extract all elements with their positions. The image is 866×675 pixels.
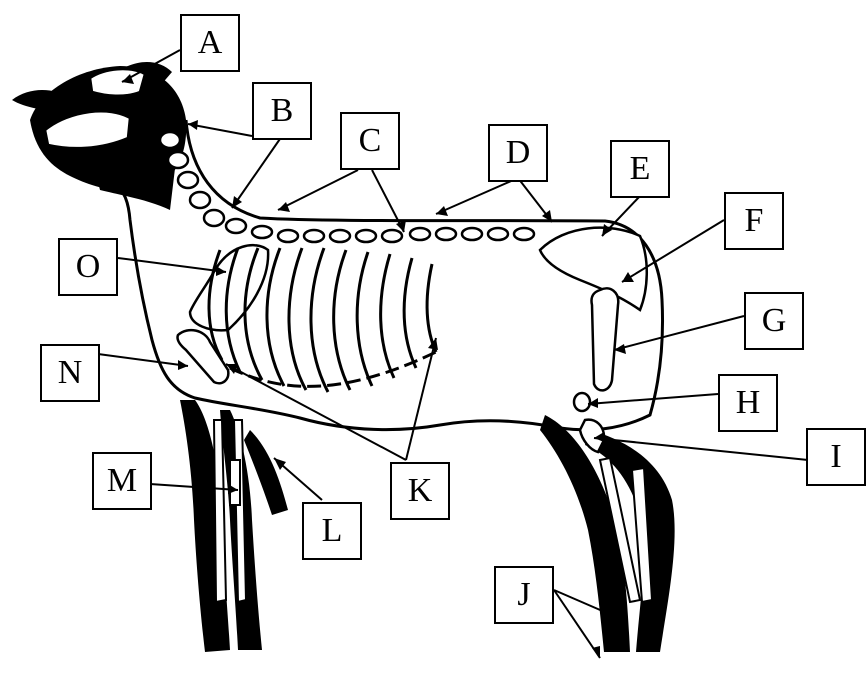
label-C: C [340,112,400,170]
vertebra [382,230,402,242]
vertebra [514,228,534,240]
vertebra [204,210,224,226]
vertebra [436,228,456,240]
vertebra [330,230,350,242]
label-J: J [494,566,554,624]
label-K: K [390,462,450,520]
vertebra [462,228,482,240]
cannon-bone-front [230,460,240,505]
vertebra [168,152,188,168]
vertebra [410,228,430,240]
vertebra [304,230,324,242]
vertebra [160,132,180,148]
rib [357,252,372,386]
label-L: L [302,502,362,560]
label-G: G [744,292,804,350]
label-O: O [58,238,118,296]
arrowhead [188,120,198,130]
patella [574,393,590,411]
rib [267,248,284,386]
vertebra [190,192,210,208]
rib [289,248,306,390]
vertebra [356,230,376,242]
arrowhead [232,196,242,208]
arrowhead [278,202,290,212]
leader-C1 [278,170,358,210]
vertebra [226,219,246,233]
vertebra [252,226,272,238]
rib [404,258,416,368]
sternum [230,352,436,386]
label-E: E [610,140,670,198]
leader-B2 [232,136,282,208]
rib [381,254,394,378]
label-N: N [40,344,100,402]
label-H: H [718,374,778,432]
vertebra [278,230,298,242]
arrowhead [592,646,600,658]
label-F: F [724,192,784,250]
leader-D1 [436,178,518,214]
leader-O [118,258,226,272]
rib [427,264,436,352]
vertebra [178,172,198,188]
leader-B [188,124,252,136]
label-A: A [180,14,240,72]
label-B: B [252,82,312,140]
rib [311,248,328,392]
rib [334,250,350,390]
arrowhead [436,206,448,216]
leader-C2 [372,170,404,232]
label-I: I [806,428,866,486]
label-D: D [488,124,548,182]
leader-N [98,354,188,366]
label-M: M [92,452,152,510]
vertebra [488,228,508,240]
leader-G [614,316,744,350]
femur [591,288,618,390]
